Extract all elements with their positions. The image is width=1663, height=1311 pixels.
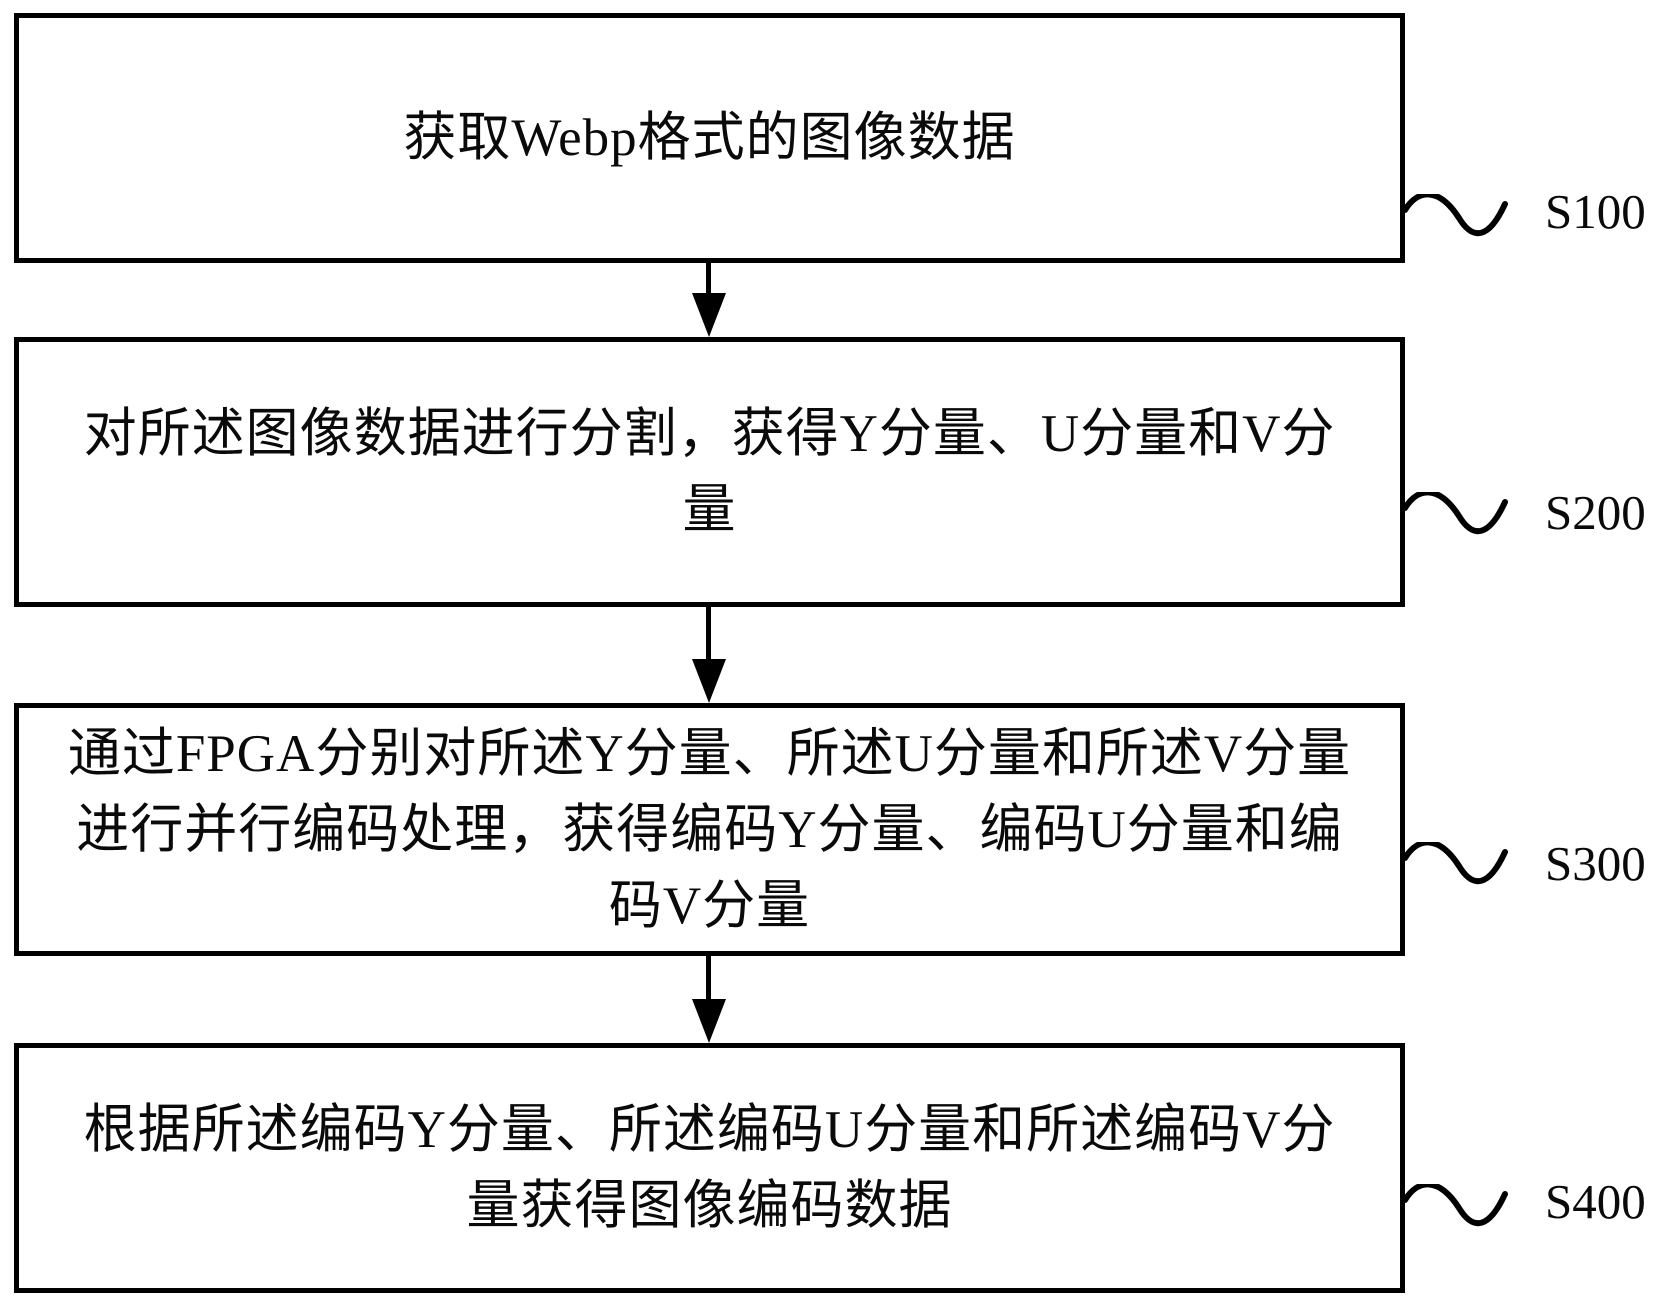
flow-step-box-s300: 通过FPGA分别对所述Y分量、所述U分量和所述V分量 进行并行编码处理，获得编码… xyxy=(14,703,1405,956)
step-label-s100: S100 xyxy=(1545,184,1646,239)
step-label-s400: S400 xyxy=(1545,1174,1646,1229)
step-label-s200: S200 xyxy=(1545,485,1646,540)
down-arrow-head-icon xyxy=(692,999,726,1043)
tilde-connector-icon xyxy=(1402,492,1508,535)
step-s300-text-line: 通过FPGA分别对所述Y分量、所述U分量和所述V分量 xyxy=(67,724,1352,783)
tilde-connector-icon xyxy=(1402,194,1508,237)
step-label-s300: S300 xyxy=(1545,836,1646,891)
down-arrow-shaft xyxy=(706,956,711,1002)
down-arrow-head-icon xyxy=(692,659,726,703)
tilde-connector-icon xyxy=(1402,842,1508,885)
down-arrow-head-icon xyxy=(692,293,726,337)
down-arrow-shaft xyxy=(706,607,711,663)
step-s200-text-line: 对所述图像数据进行分割，获得Y分量、U分量和V分 xyxy=(83,405,1336,463)
step-s300-text-line: 进行并行编码处理，获得编码Y分量、编码U分量和编 xyxy=(76,800,1343,859)
flow-step-box-s100: 获取Webp格式的图像数据 xyxy=(14,13,1405,263)
step-s100-text-line: 获取Webp格式的图像数据 xyxy=(403,109,1016,167)
flow-step-box-s400: 根据所述编码Y分量、所述编码U分量和所述编码V分 量获得图像编码数据 xyxy=(14,1043,1405,1293)
tilde-connector-icon xyxy=(1402,1184,1508,1227)
step-s400-text-line: 根据所述编码Y分量、所述编码U分量和所述编码V分 xyxy=(83,1101,1336,1159)
flow-step-box-s200: 对所述图像数据进行分割，获得Y分量、U分量和V分 量 xyxy=(14,337,1405,607)
step-s200-text-line: 量 xyxy=(682,481,737,539)
step-s300-text-line: 码V分量 xyxy=(608,876,811,935)
down-arrow-shaft xyxy=(706,263,711,299)
step-s400-text-line: 量获得图像编码数据 xyxy=(466,1177,953,1235)
